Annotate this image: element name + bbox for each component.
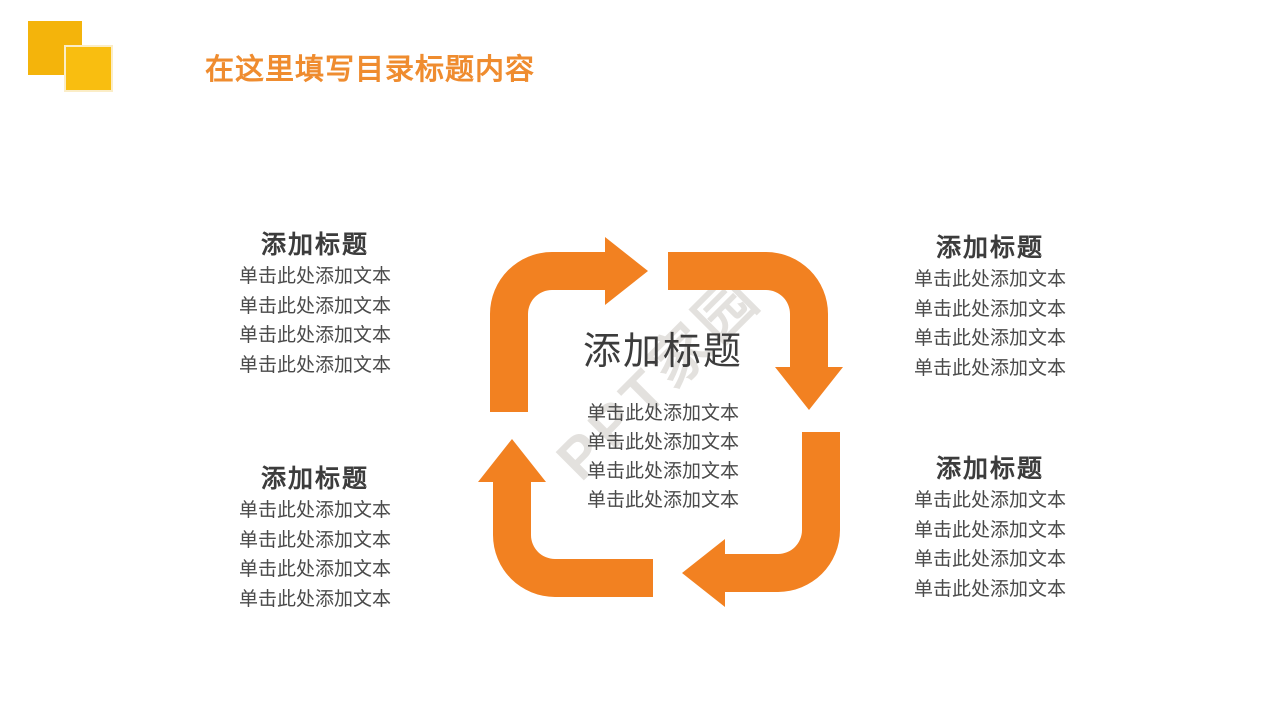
block-line: 单击此处添加文本 [913, 578, 1066, 600]
center-text-line: 单击此处添加文本 [586, 461, 739, 482]
block-heading: 添加标题 [935, 234, 1044, 262]
block-heading: 添加标题 [935, 455, 1044, 483]
center-heading: 添加标题 [582, 331, 743, 373]
block-line: 单击此处添加文本 [238, 588, 391, 610]
page-title: 在这里填写目录标题内容 [205, 54, 536, 86]
logo-square-front [64, 45, 113, 92]
center-text-line: 单击此处添加文本 [586, 490, 739, 511]
cycle-diagram [478, 237, 843, 607]
text-block-bottom-right: 添加标题 单击此处添加文本 单击此处添加文本 单击此处添加文本 单击此处添加文本 [880, 456, 1100, 604]
block-heading: 添加标题 [260, 465, 369, 493]
cycle-arrow-bottom-right [682, 432, 840, 607]
block-line: 单击此处添加文本 [913, 269, 1066, 290]
center-text-line: 单击此处添加文本 [586, 432, 739, 453]
block-line: 单击此处添加文本 [238, 295, 391, 317]
block-line: 单击此处添加文本 [913, 490, 1066, 511]
logo-squares [0, 0, 130, 110]
block-line: 单击此处添加文本 [913, 519, 1066, 541]
text-block-bottom-left: 添加标题 单击此处添加文本 单击此处添加文本 单击此处添加文本 单击此处添加文本 [205, 466, 425, 614]
block-line: 单击此处添加文本 [238, 325, 391, 346]
center-text-line: 单击此处添加文本 [586, 403, 739, 424]
text-block-top-left: 添加标题 单击此处添加文本 单击此处添加文本 单击此处添加文本 单击此处添加文本 [205, 232, 425, 380]
block-line: 单击此处添加文本 [913, 328, 1066, 349]
block-line: 单击此处添加文本 [913, 357, 1066, 379]
cycle-arrow-top-left [490, 237, 648, 412]
block-line: 单击此处添加文本 [238, 500, 391, 521]
text-block-top-right: 添加标题 单击此处添加文本 单击此处添加文本 单击此处添加文本 单击此处添加文本 [880, 235, 1100, 383]
block-line: 单击此处添加文本 [913, 298, 1066, 320]
cycle-arrow-top-right [668, 252, 843, 410]
block-line: 单击此处添加文本 [913, 549, 1066, 570]
block-line: 单击此处添加文本 [238, 266, 391, 287]
block-line: 单击此处添加文本 [238, 354, 391, 376]
block-line: 单击此处添加文本 [238, 559, 391, 580]
cycle-arrow-bottom-left [478, 439, 653, 597]
block-heading: 添加标题 [260, 231, 369, 259]
center-text-block: 单击此处添加文本 单击此处添加文本 单击此处添加文本 单击此处添加文本 [543, 399, 783, 515]
block-line: 单击此处添加文本 [238, 529, 391, 551]
